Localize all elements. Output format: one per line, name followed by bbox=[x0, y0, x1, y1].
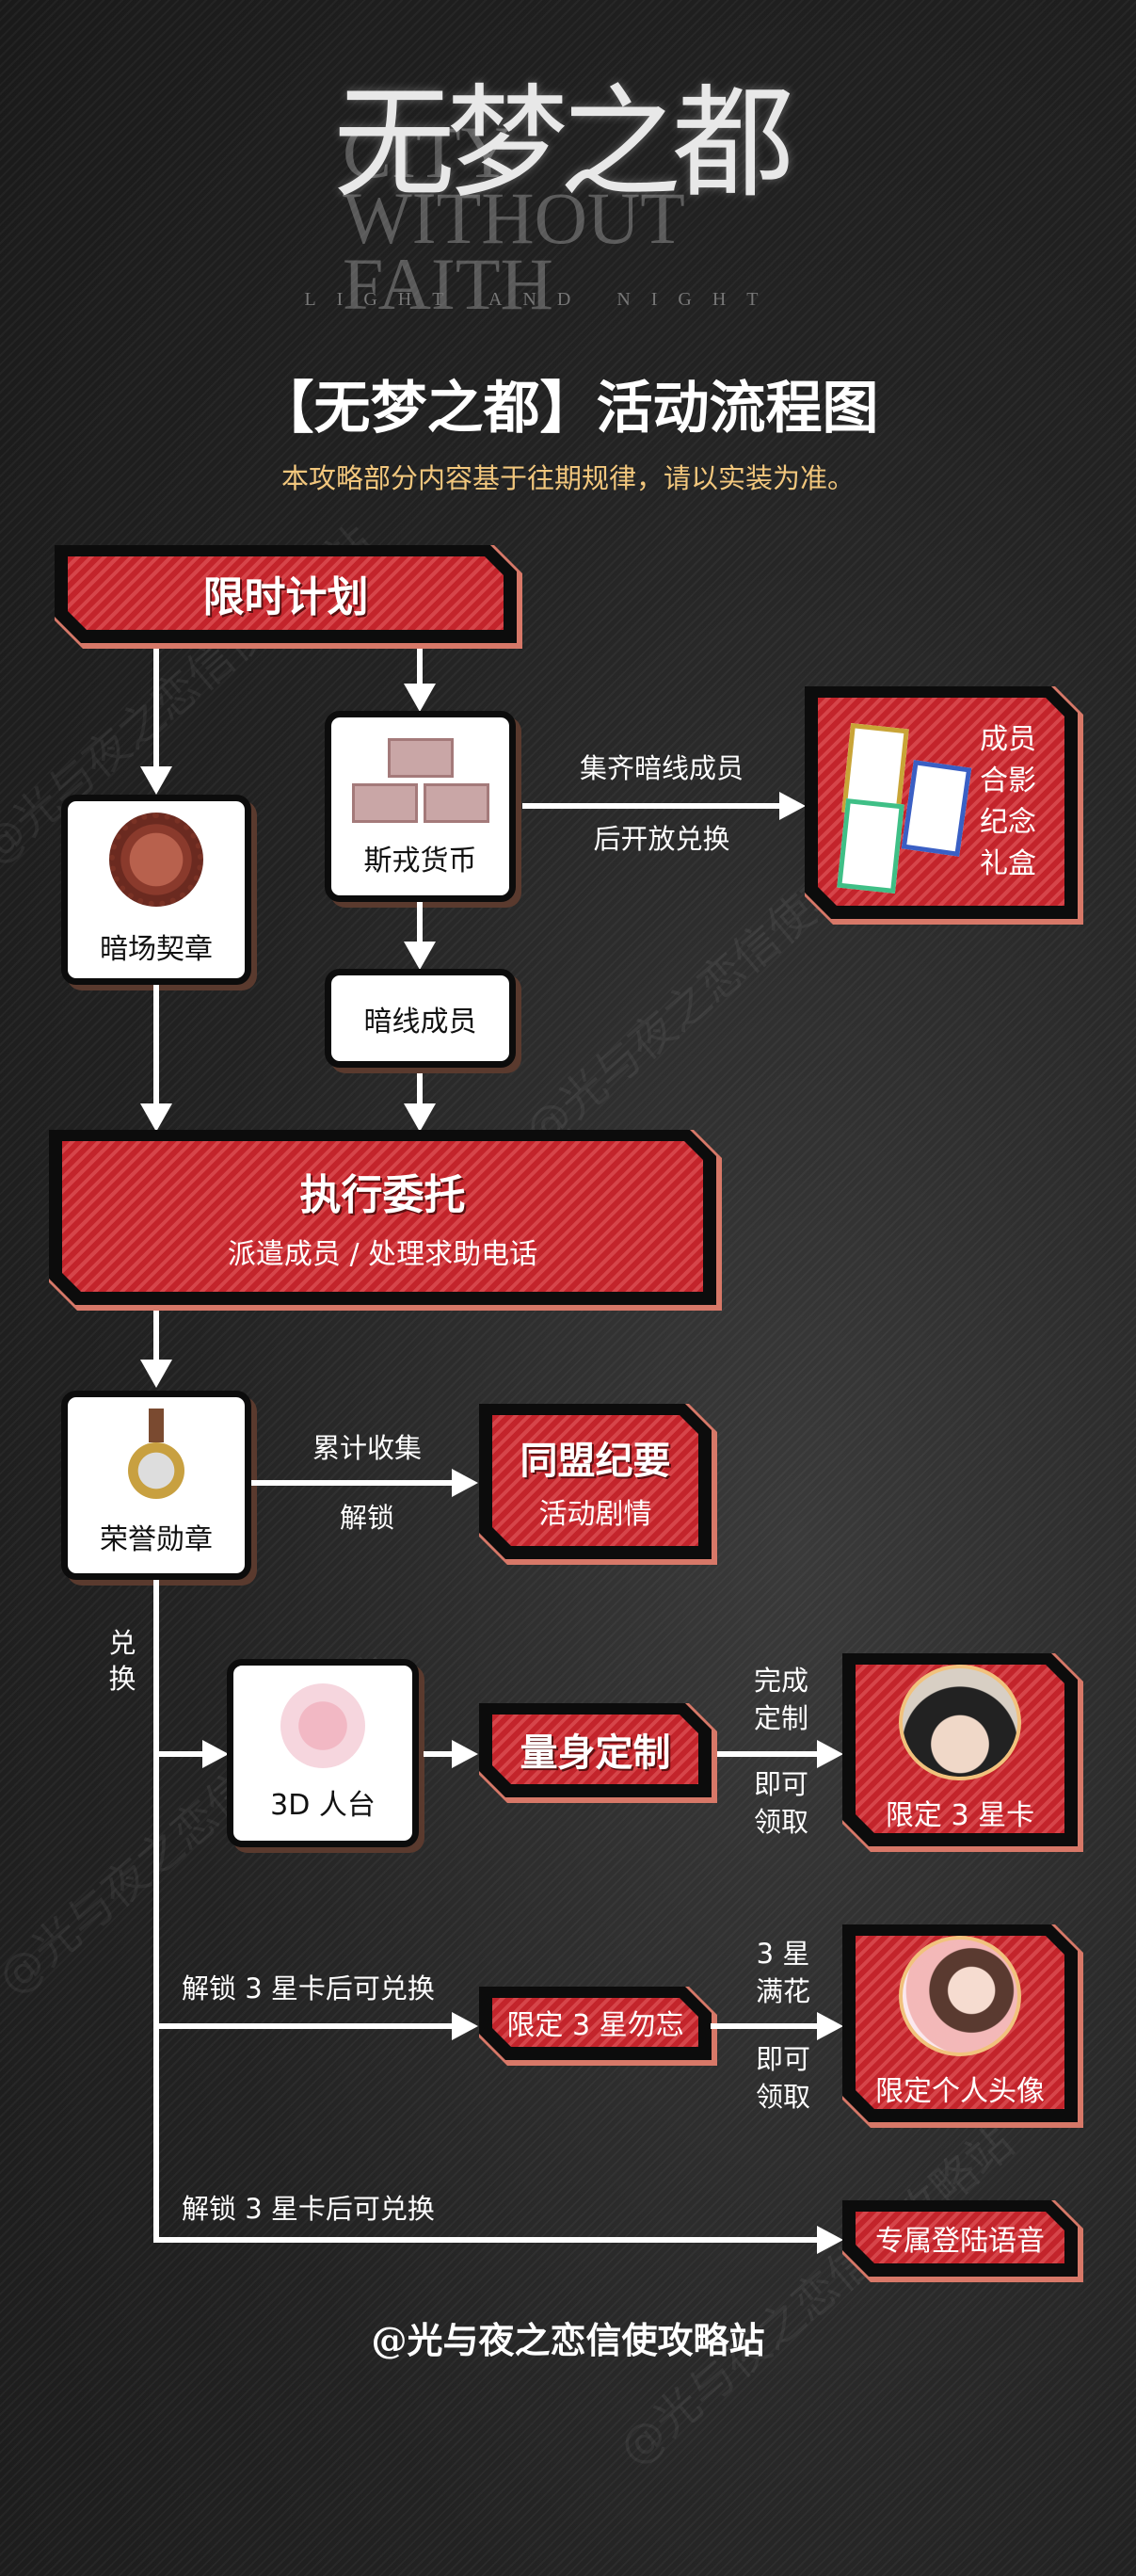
arrow-right-icon bbox=[202, 1740, 229, 1768]
edge-label: 集齐暗线成员 bbox=[579, 752, 744, 784]
node-label: 执行委托 bbox=[299, 1171, 466, 1219]
medal-icon bbox=[128, 1408, 184, 1499]
edge-label: 3 星满花 bbox=[755, 1938, 810, 2007]
poster-icon bbox=[902, 760, 972, 857]
connector bbox=[153, 2023, 455, 2029]
arrow-down-icon bbox=[140, 1360, 172, 1388]
connector bbox=[522, 803, 781, 809]
logo-chinese: 无梦之都 bbox=[333, 72, 794, 215]
node-currency: 斯戎货币 bbox=[325, 711, 516, 902]
edge-label: 后开放兑换 bbox=[593, 823, 730, 855]
connector bbox=[417, 1073, 423, 1106]
edge-label: 累计收集 bbox=[312, 1432, 422, 1464]
node-label: 同盟纪要 bbox=[520, 1438, 671, 1483]
node-honor-medal: 荣誉勋章 bbox=[61, 1391, 251, 1580]
node-label: 限定 3 星卡 bbox=[885, 1799, 1035, 1832]
node-label: 暗场契章 bbox=[100, 933, 213, 966]
arrow-right-icon bbox=[779, 792, 806, 820]
node-label: 暗线成员 bbox=[363, 1005, 477, 1038]
arrow-right-icon bbox=[452, 1740, 478, 1768]
connector bbox=[153, 649, 159, 769]
node-label: 3D 人台 bbox=[270, 1789, 376, 1822]
arrow-down-icon bbox=[404, 1103, 436, 1132]
node-label: 限定个人头像 bbox=[875, 2075, 1045, 2108]
disclaimer: 本攻略部分内容基于往期规律，请以实装为准。 bbox=[280, 462, 855, 494]
node-label: 荣誉勋章 bbox=[100, 1522, 213, 1556]
arrow-right-icon bbox=[452, 1469, 478, 1497]
node-sublabel: 活动剧情 bbox=[538, 1497, 652, 1531]
page-title: 【无梦之都】活动流程图 bbox=[257, 376, 879, 442]
connector bbox=[153, 2237, 819, 2243]
node-profile-avatar: 限定个人头像 bbox=[842, 1924, 1083, 2128]
arrow-down-icon bbox=[140, 766, 172, 795]
node-dark-badge: 暗场契章 bbox=[61, 795, 251, 985]
node-dark-members: 暗线成员 bbox=[325, 969, 516, 1068]
footer-credit: @光与夜之恋信使攻略站 bbox=[371, 2319, 765, 2361]
poster-icon bbox=[837, 798, 904, 894]
arrow-right-icon bbox=[817, 2226, 843, 2254]
node-login-voice: 专属登陆语音 bbox=[842, 2200, 1083, 2282]
connector bbox=[417, 649, 423, 686]
node-label: 限定 3 星勿忘 bbox=[506, 2009, 684, 2042]
connector bbox=[717, 1751, 819, 1757]
node-commission: 执行委托 派遣成员 / 处理求助电话 bbox=[49, 1130, 722, 1311]
edge-label: 完成定制 bbox=[753, 1665, 808, 1734]
connector bbox=[153, 1580, 159, 2243]
connector bbox=[251, 1480, 454, 1486]
node-3d-mannequin: 3D 人台 bbox=[227, 1659, 419, 1847]
node-label: 专属登陆语音 bbox=[875, 2224, 1045, 2258]
edge-label: 即可领取 bbox=[755, 2043, 810, 2113]
event-logo: CITY WITHOUT FAITH 无梦之都 LIGHT AND NIGHT bbox=[296, 16, 794, 321]
edge-label-exchange: 兑换 bbox=[108, 1627, 136, 1695]
edge-label: 解锁 3 星卡后可兑换 bbox=[182, 2193, 435, 2225]
arrow-right-icon bbox=[817, 1740, 843, 1768]
connector bbox=[153, 1311, 159, 1362]
connector bbox=[424, 1751, 454, 1757]
edge-label: 即可领取 bbox=[753, 1768, 808, 1838]
node-tailor: 量身定制 bbox=[479, 1703, 717, 1803]
arrow-down-icon bbox=[404, 942, 436, 970]
node-3star-card: 限定 3 星卡 bbox=[842, 1653, 1083, 1852]
arrow-right-icon bbox=[817, 2012, 843, 2040]
node-limited-plan: 限时计划 bbox=[55, 545, 522, 649]
chibi-avatar-icon bbox=[899, 1936, 1021, 2056]
arrow-down-icon bbox=[404, 684, 436, 712]
arrow-down-icon bbox=[140, 1103, 172, 1132]
arrow-right-icon bbox=[452, 2012, 478, 2040]
connector bbox=[417, 902, 423, 944]
logo-english: CITY WITHOUT FAITH bbox=[343, 111, 684, 325]
edge-label: 解锁 3 星卡后可兑换 bbox=[182, 1972, 435, 2004]
connector bbox=[153, 985, 159, 1106]
watermark: @光与夜之恋信使攻略站 bbox=[608, 2116, 1024, 2476]
connector bbox=[153, 1751, 205, 1757]
connector bbox=[711, 2023, 819, 2029]
logo-subtitle: LIGHT AND NIGHT bbox=[304, 289, 779, 310]
bottle-cap-icon bbox=[109, 813, 203, 907]
banknote-icon bbox=[349, 735, 492, 826]
node-label: 量身定制 bbox=[520, 1731, 671, 1775]
mannequin-icon bbox=[280, 1683, 365, 1768]
node-photo-giftbox: 成员合影纪念礼盒 bbox=[805, 686, 1083, 925]
node-label: 斯戎货币 bbox=[363, 844, 477, 877]
edge-label: 解锁 bbox=[339, 1502, 394, 1534]
node-3star-forget-me-not: 限定 3 星勿忘 bbox=[479, 1987, 717, 2066]
character-avatar-icon bbox=[899, 1665, 1021, 1780]
node-sublabel: 派遣成员 / 处理求助电话 bbox=[227, 1238, 538, 1271]
node-label: 限时计划 bbox=[202, 573, 369, 621]
node-label: 成员合影纪念礼盒 bbox=[980, 722, 1036, 880]
node-alliance-notes: 同盟纪要 活动剧情 bbox=[479, 1404, 717, 1565]
